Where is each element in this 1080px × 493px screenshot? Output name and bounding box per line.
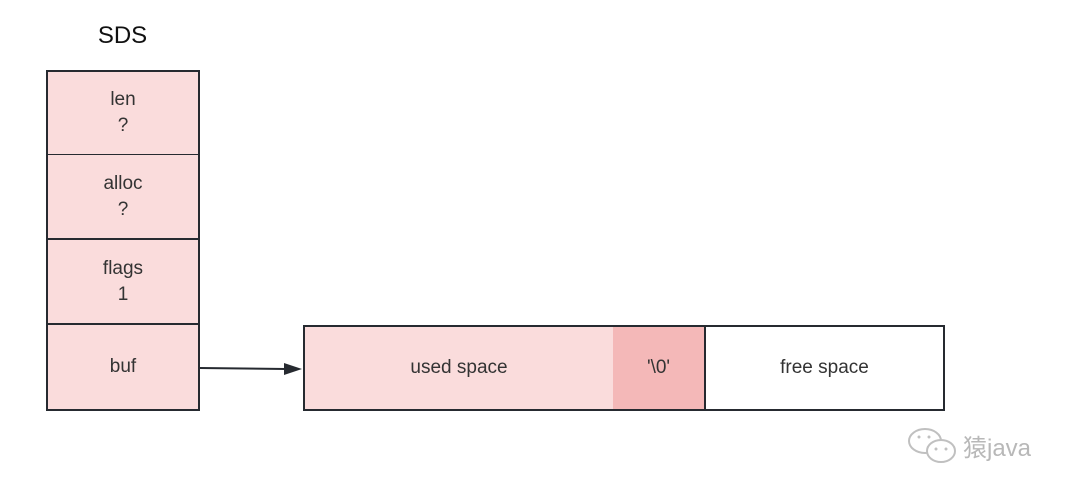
used-space-label: used space	[410, 357, 508, 378]
watermark-text: 猿java	[963, 434, 1032, 462]
null-terminator-label: '\0'	[646, 357, 671, 378]
diagram-title: SDS	[97, 22, 148, 49]
free-space-label: free space	[780, 357, 869, 378]
free-space-segment: free space	[706, 325, 945, 411]
pointer-arrow	[199, 363, 302, 375]
null-terminator-segment: '\0'	[613, 325, 706, 411]
field-value: 1	[117, 283, 129, 305]
field-name: buf	[109, 356, 137, 377]
field-name: alloc	[103, 172, 143, 194]
field-name: flags	[102, 257, 144, 279]
field-name: len	[110, 89, 136, 110]
used-space-segment: used space	[303, 325, 615, 411]
field-buf: buf	[46, 325, 200, 411]
field-len: len ?	[46, 70, 200, 156]
field-value: ?	[117, 115, 129, 136]
field-alloc: alloc ?	[46, 155, 200, 240]
field-flags: flags 1	[46, 240, 200, 325]
watermark: 猿java	[905, 425, 1031, 465]
field-value: ?	[117, 198, 129, 220]
wechat-icon	[908, 428, 956, 463]
